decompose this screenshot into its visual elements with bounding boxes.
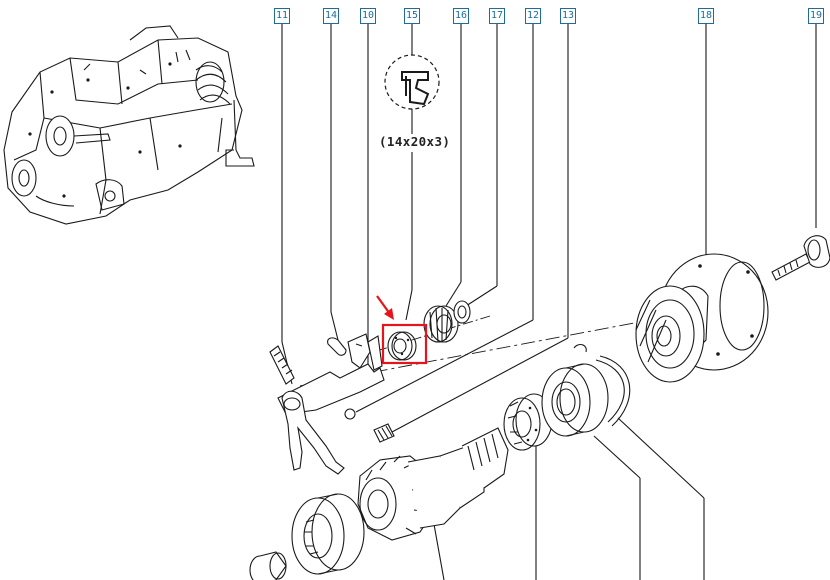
needle-bearing [423,305,459,343]
thrust-washer [453,300,471,324]
ref-number-10[interactable]: 10 [360,8,376,24]
circlip [573,343,631,427]
highlight-arrow [376,295,394,320]
small-bearing [249,551,287,580]
ref-number-13[interactable]: 13 [560,8,576,24]
ref-number-14[interactable]: 14 [323,8,339,24]
leader-lines [281,24,817,580]
seal-symbol [384,54,440,110]
ref-number-11[interactable]: 11 [274,8,290,24]
highlight-box [381,323,428,365]
wheel-bolt [771,235,830,281]
shift-fork-assembly [269,333,395,475]
ref-number-15[interactable]: 15 [404,8,420,24]
ball-bearing [541,363,609,437]
seal-part [387,331,417,361]
ref-number-18[interactable]: 18 [698,8,714,24]
seal-dimension-label: (14x20x3) [379,134,451,149]
wheel-hub [635,253,769,383]
ref-number-17[interactable]: 17 [489,8,505,24]
synchro-sleeve [291,493,365,575]
ref-number-16[interactable]: 16 [453,8,469,24]
ref-number-19[interactable]: 19 [808,8,824,24]
ref-number-12[interactable]: 12 [525,8,541,24]
roller-bearing [503,393,553,451]
gearbox-overview-image [3,25,255,225]
gear-hub [357,427,509,541]
